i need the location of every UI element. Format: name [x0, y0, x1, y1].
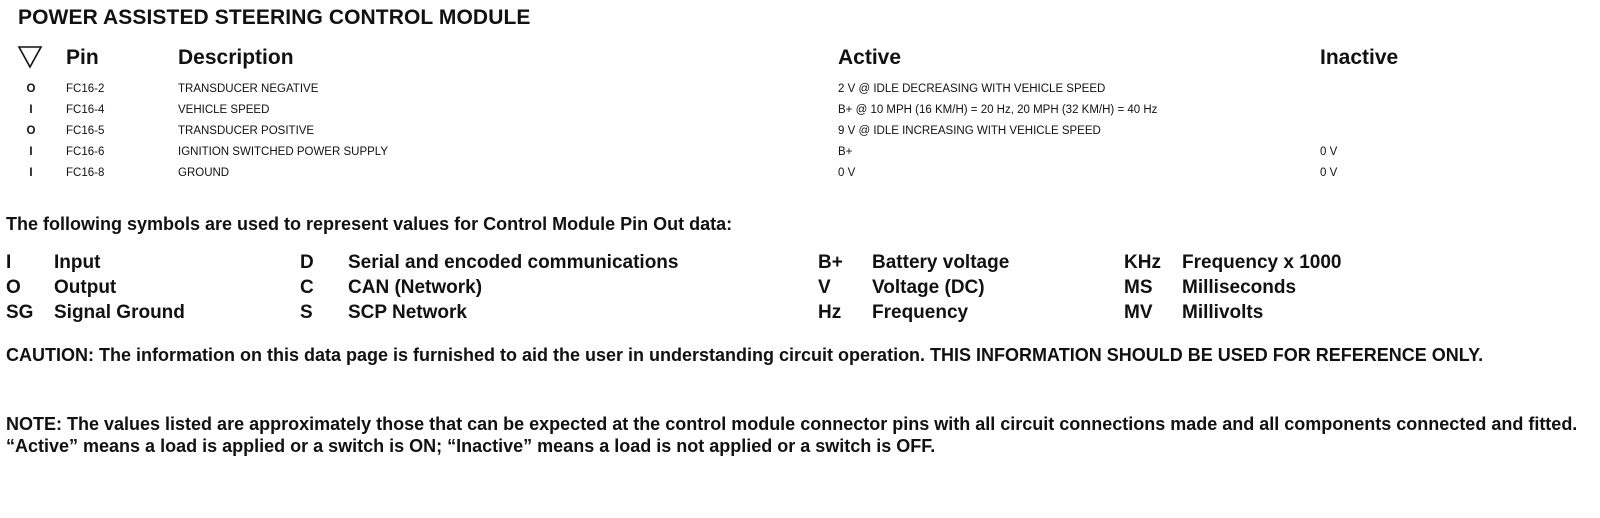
legend-description: Input	[54, 252, 101, 273]
pin-description: TRANSDUCER NEGATIVE	[178, 83, 319, 95]
header-active: Active	[838, 46, 902, 69]
legend-description: Voltage (DC)	[872, 277, 985, 298]
pin-direction: O	[26, 125, 36, 137]
legend-symbol: MV	[1124, 302, 1153, 323]
pin-direction: I	[29, 167, 33, 179]
legend-description: Millivolts	[1182, 302, 1264, 323]
pin-inactive-value: 0 V	[1320, 167, 1338, 179]
pin-table: O FC16-2 TRANSDUCER NEGATIVE 2 V @ IDLE …	[0, 80, 1600, 185]
pin-inactive-value: 0 V	[1320, 146, 1338, 158]
header-inactive: Inactive	[1320, 46, 1399, 69]
legend-symbol: KHz	[1124, 252, 1161, 273]
legend-description: Milliseconds	[1182, 277, 1297, 298]
legend-symbol: V	[818, 277, 831, 298]
down-triangle-icon	[17, 46, 43, 69]
table-row: O FC16-5 TRANSDUCER POSITIVE 9 V @ IDLE …	[0, 122, 1600, 143]
pin-id: FC16-5	[66, 125, 105, 137]
table-row: I FC16-6 IGNITION SWITCHED POWER SUPPLY …	[0, 143, 1600, 164]
pin-id: FC16-2	[66, 83, 105, 95]
legend-symbol: D	[300, 252, 314, 273]
pin-description: IGNITION SWITCHED POWER SUPPLY	[178, 146, 388, 158]
pin-direction: O	[26, 83, 36, 95]
pin-active-value: 2 V @ IDLE DECREASING WITH VEHICLE SPEED	[838, 83, 1106, 95]
legend-description: Frequency	[872, 302, 969, 323]
symbol-legend: I Input O Output SG Signal Ground D Seri…	[6, 252, 1596, 330]
pin-active-value: 9 V @ IDLE INCREASING WITH VEHICLE SPEED	[838, 125, 1101, 137]
note-text: NOTE: The values listed are approximatel…	[6, 414, 1578, 456]
legend-symbol: O	[6, 277, 21, 298]
pin-description: GROUND	[178, 167, 230, 179]
legend-symbol: S	[300, 302, 313, 323]
header-description: Description	[178, 46, 294, 69]
legend-symbol: Hz	[818, 302, 842, 323]
pin-id: FC16-4	[66, 104, 105, 116]
pin-active-value: B+	[838, 146, 853, 158]
pin-id: FC16-8	[66, 167, 105, 179]
legend-description: Frequency x 1000	[1182, 252, 1342, 273]
legend-description: CAN (Network)	[348, 277, 483, 298]
page-title: POWER ASSISTED STEERING CONTROL MODULE	[18, 6, 531, 29]
header-pin: Pin	[66, 46, 99, 69]
pin-direction: I	[29, 104, 33, 116]
legend-symbol: B+	[818, 252, 843, 273]
pin-id: FC16-6	[66, 146, 105, 158]
pin-direction: I	[29, 146, 33, 158]
table-row: I FC16-8 GROUND 0 V 0 V	[0, 164, 1600, 185]
legend-description: SCP Network	[348, 302, 467, 323]
pin-active-value: 0 V	[838, 167, 856, 179]
legend-description: Signal Ground	[54, 302, 185, 323]
table-row: I FC16-4 VEHICLE SPEED B+ @ 10 MPH (16 K…	[0, 101, 1600, 122]
legend-description: Battery voltage	[872, 252, 1010, 273]
legend-intro: The following symbols are used to repres…	[6, 214, 733, 234]
pin-description: TRANSDUCER POSITIVE	[178, 125, 315, 137]
caution-text: CAUTION: The information on this data pa…	[6, 345, 1484, 365]
legend-symbol: I	[6, 252, 12, 273]
table-row: O FC16-2 TRANSDUCER NEGATIVE 2 V @ IDLE …	[0, 80, 1600, 101]
legend-description: Serial and encoded communications	[348, 252, 679, 273]
pin-active-value: B+ @ 10 MPH (16 KM/H) = 20 Hz, 20 MPH (3…	[838, 104, 1158, 116]
legend-symbol: SG	[6, 302, 34, 323]
pin-description: VEHICLE SPEED	[178, 104, 270, 116]
legend-symbol: C	[300, 277, 314, 298]
legend-symbol: MS	[1124, 277, 1153, 298]
legend-description: Output	[54, 277, 117, 298]
